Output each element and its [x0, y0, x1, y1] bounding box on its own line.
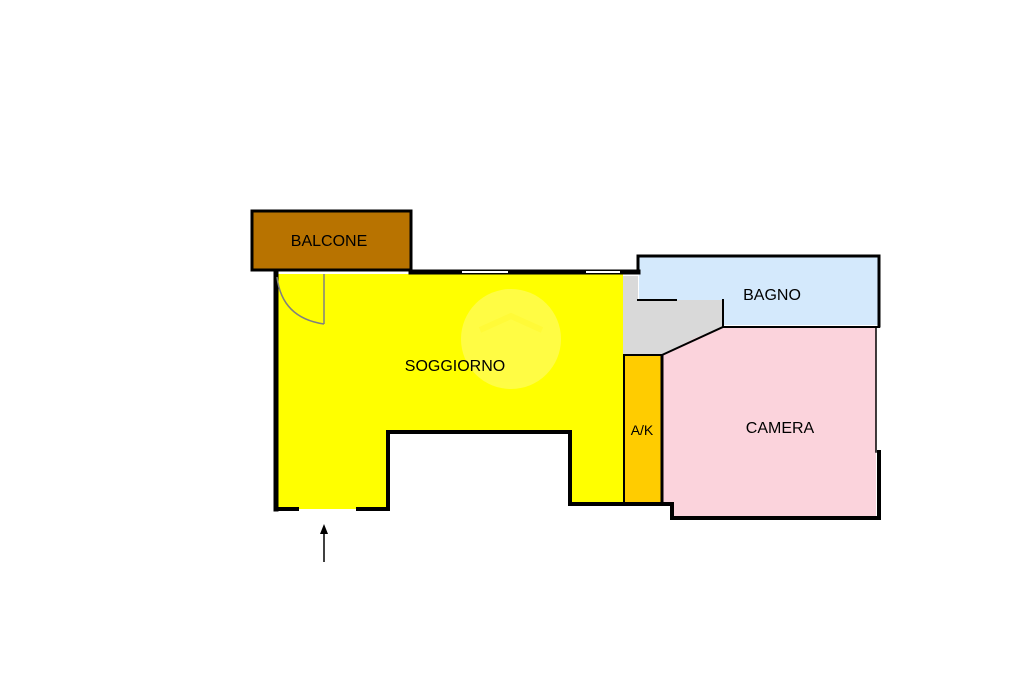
label-angolo-cottura: A/K [631, 422, 654, 438]
wall-soggiorno-bottom-mid [356, 430, 625, 511]
room-soggiorno [277, 274, 623, 509]
label-bagno: BAGNO [743, 287, 801, 304]
wall-bagno-outer [636, 254, 881, 328]
entrance-arrow-icon [320, 524, 328, 562]
room-camera [662, 327, 876, 517]
label-soggiorno: SOGGIORNO [405, 358, 505, 375]
room-disimpegno [623, 276, 723, 356]
label-balcone: BALCONE [291, 233, 367, 250]
room-balcone [250, 209, 413, 272]
room-angolo-cottura [624, 356, 662, 502]
walls [273, 254, 881, 520]
wall-camera-diagonal [623, 325, 725, 356]
wall-bottom-right [621, 450, 881, 520]
door-swing-icon [276, 274, 325, 325]
label-camera: CAMERA [746, 420, 815, 437]
room-bagno [639, 256, 878, 325]
watermark-logo-icon [461, 289, 561, 389]
